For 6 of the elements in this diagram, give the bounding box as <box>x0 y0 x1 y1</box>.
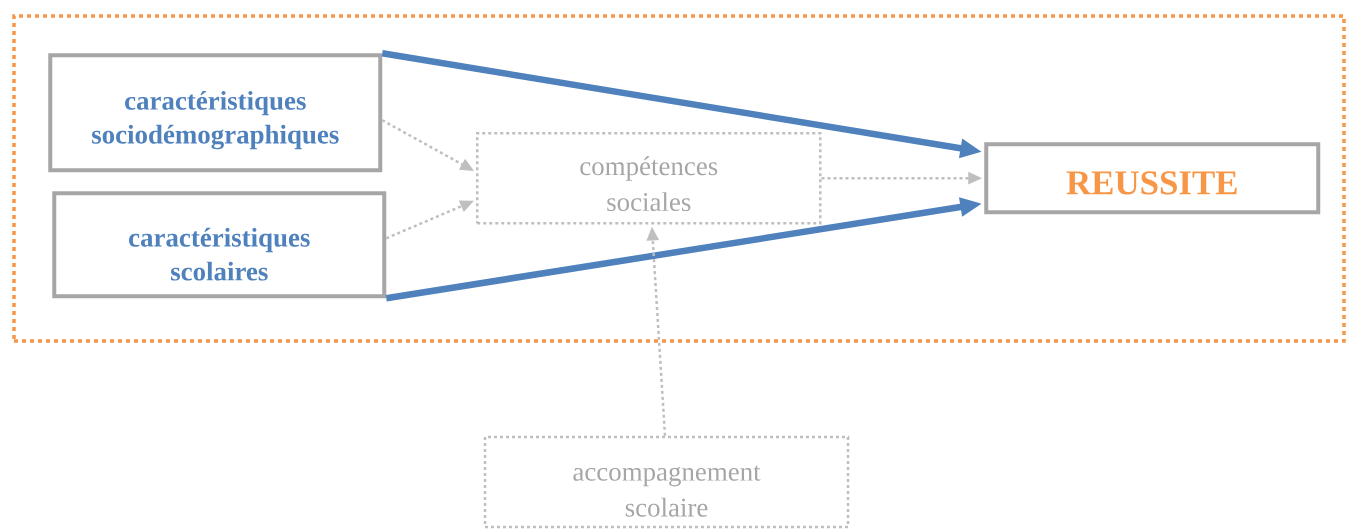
group-frame <box>12 14 1346 343</box>
factor-box: caractéristiques scolaires <box>52 191 387 299</box>
dotted-box: compétences sociales <box>476 132 822 225</box>
dotted-box: accompagnement scolaire <box>483 435 850 529</box>
outcome-box: REUSSITE <box>984 142 1321 215</box>
factor-box: caractéristiques sociodémographiques <box>48 53 383 173</box>
